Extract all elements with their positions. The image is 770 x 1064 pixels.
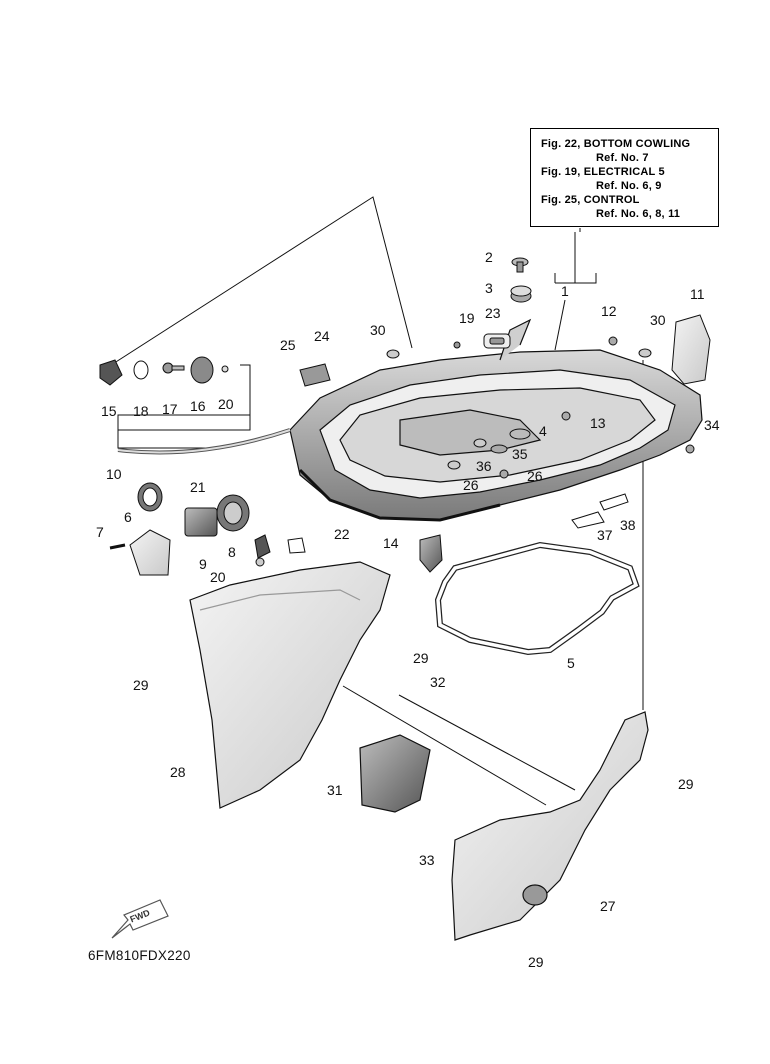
callout-22: 22	[334, 526, 350, 542]
callout-29-c: 29	[678, 776, 694, 792]
callout-7: 7	[96, 524, 104, 540]
ref-line-1: Fig. 22, BOTTOM COWLING	[541, 138, 691, 150]
ref-line-6: Ref. No. 6, 8, 11	[596, 208, 681, 220]
callout-19: 19	[459, 310, 475, 326]
callout-numbers: 1 2 3 4 5 6 7 8 9 10 11 12 13 14 15 16 1…	[96, 249, 720, 970]
callout-1: 1	[561, 283, 569, 299]
callout-23: 23	[485, 305, 501, 321]
callout-11: 11	[690, 286, 705, 302]
callout-37: 37	[597, 527, 613, 543]
callout-31: 31	[327, 782, 343, 798]
left-cluster-parts	[99, 356, 331, 576]
callout-9: 9	[199, 556, 207, 572]
callout-8: 8	[228, 544, 236, 560]
callout-17: 17	[162, 401, 178, 417]
callout-38: 38	[620, 517, 636, 533]
callout-14: 14	[383, 535, 399, 551]
callout-20-upper: 20	[218, 396, 234, 412]
reference-box: Fig. 22, BOTTOM COWLING Ref. No. 7 Fig. …	[530, 128, 719, 227]
callout-15: 15	[101, 403, 117, 419]
callout-32: 32	[430, 674, 446, 690]
callout-30-left: 30	[370, 322, 386, 338]
ref-line-3: Fig. 19, ELECTRICAL 5	[541, 166, 665, 178]
fwd-arrow: FWD	[111, 899, 169, 939]
callout-29-b: 29	[133, 677, 149, 693]
callout-29-a: 29	[413, 650, 429, 666]
callout-26-left: 26	[463, 477, 479, 493]
callout-28: 28	[170, 764, 186, 780]
callout-16: 16	[190, 398, 206, 414]
ref-line-4: Ref. No. 6, 9	[596, 180, 662, 192]
callout-33: 33	[419, 852, 435, 868]
gasket-seal	[434, 541, 640, 656]
callout-13: 13	[590, 415, 606, 431]
callout-3: 3	[485, 280, 493, 296]
callout-4: 4	[539, 423, 547, 439]
top-cowling-shell	[289, 318, 703, 522]
callout-24: 24	[314, 328, 330, 344]
callout-6: 6	[124, 509, 132, 525]
lower-cover-panels	[189, 561, 649, 941]
callout-29-d: 29	[528, 954, 544, 970]
callout-2: 2	[485, 249, 493, 265]
callout-36: 36	[476, 458, 492, 474]
diagram-code: 6FM810FDX220	[88, 948, 191, 963]
callout-25: 25	[280, 337, 296, 353]
callout-18: 18	[133, 403, 149, 419]
callout-27: 27	[600, 898, 616, 914]
callout-12: 12	[601, 303, 617, 319]
callout-26-right: 26	[527, 468, 543, 484]
ref-line-5: Fig. 25, CONTROL	[541, 194, 640, 206]
callout-35: 35	[512, 446, 528, 462]
callout-21: 21	[190, 479, 206, 495]
callout-30-right: 30	[650, 312, 666, 328]
ref-line-2: Ref. No. 7	[596, 152, 649, 164]
callout-34: 34	[704, 417, 720, 433]
small-hardware-parts	[386, 257, 711, 573]
callout-20-lower: 20	[210, 569, 226, 585]
callout-5: 5	[567, 655, 575, 671]
callout-10: 10	[106, 466, 122, 482]
